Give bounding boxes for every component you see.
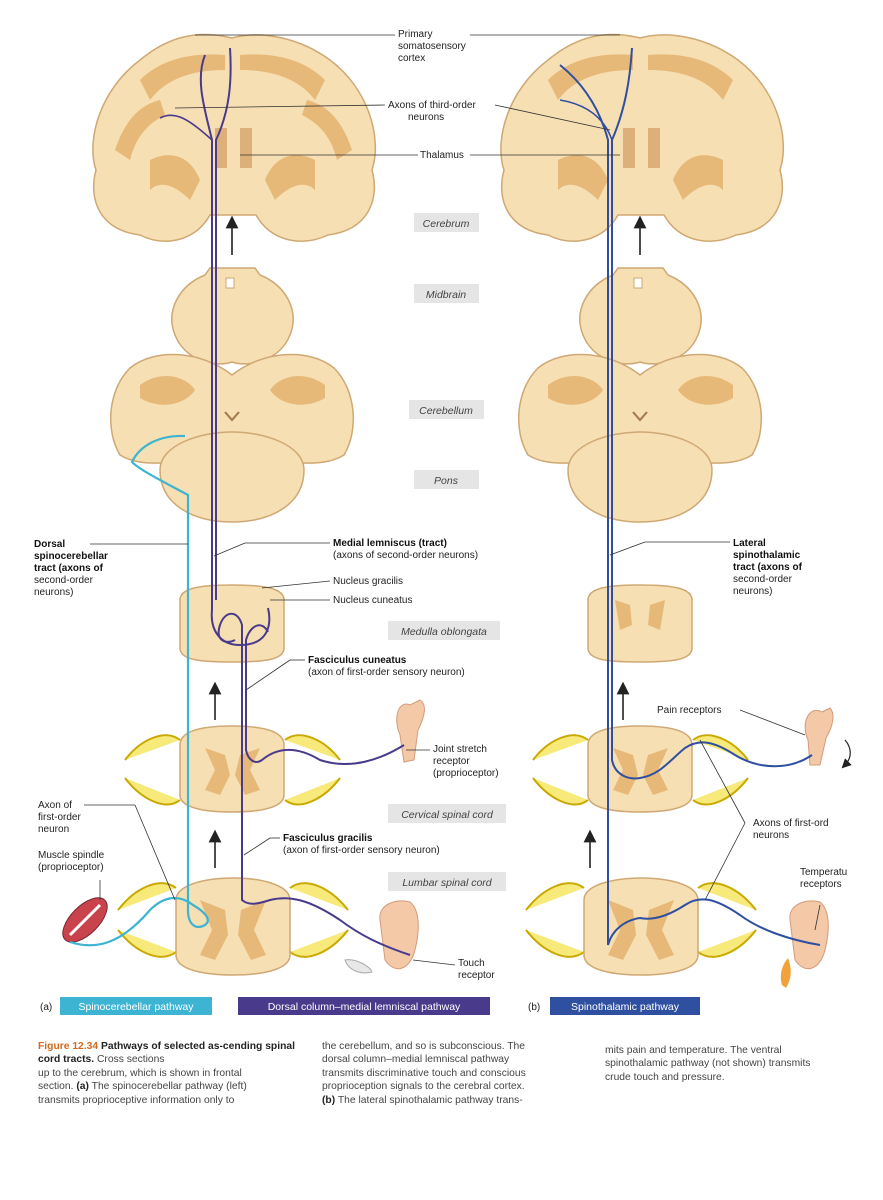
joint-receptor-hand — [396, 699, 425, 763]
label-temperature-receptors: Temperatu receptors — [800, 867, 847, 890]
svg-text:Dorsal: Dorsal — [34, 539, 65, 550]
pain-receptor-hand — [804, 707, 852, 769]
region-midbrain: Midbrain — [426, 289, 466, 301]
region-cervical: Cervical spinal cord — [401, 809, 494, 821]
svg-text:Axons of first-ord: Axons of first-ord — [753, 818, 829, 829]
dorsal-column-path — [159, 47, 411, 956]
svg-text:receptor: receptor — [433, 756, 470, 767]
label-joint-stretch: Joint stretch receptor (proprioceptor) — [433, 744, 499, 779]
caption-column-1: Figure 12.34 Pathways of selected as-cen… — [38, 1041, 295, 1106]
legend-dorsal-column: Dorsal column–medial lemniscal pathway — [268, 1001, 461, 1013]
legend: (a) Spinocerebellar pathway Dorsal colum… — [40, 997, 700, 1015]
svg-text:spinothalamic: spinothalamic — [733, 550, 801, 561]
region-lumbar: Lumbar spinal cord — [402, 877, 492, 889]
caption-column-3: mits pain and temperature. The ventral s… — [605, 1045, 811, 1083]
svg-text:receptors: receptors — [800, 879, 842, 890]
lumbar-cord-right — [525, 877, 757, 976]
svg-text:Touch: Touch — [458, 958, 485, 969]
medulla-right — [587, 584, 693, 663]
svg-text:Temperatu: Temperatu — [800, 867, 847, 878]
svg-text:Medial lemniscus (tract): Medial lemniscus (tract) — [333, 538, 447, 549]
svg-text:Axon of: Axon of — [38, 800, 72, 811]
svg-text:Fasciculus gracilis: Fasciculus gracilis — [283, 833, 373, 844]
spinocerebellar-path — [69, 434, 209, 947]
cerebrum-right — [500, 33, 785, 242]
svg-text:tract (axons of: tract (axons of — [733, 562, 803, 573]
medulla-left — [179, 584, 285, 663]
svg-text:Joint stretch: Joint stretch — [433, 744, 487, 755]
midbrain-right — [579, 267, 702, 365]
foot-right — [780, 900, 829, 988]
ascending-tracts-diagram: Cerebrum Midbrain Cerebellum Pons Medull… — [34, 29, 852, 1015]
svg-text:neurons: neurons — [753, 830, 789, 841]
svg-text:spinocerebellar: spinocerebellar — [34, 551, 108, 562]
legend-part-b: (b) — [528, 1002, 540, 1013]
lumbar-cord-left — [117, 877, 349, 976]
svg-text:Primary: Primary — [398, 29, 432, 40]
svg-text:second-order: second-order — [34, 575, 94, 586]
legend-spinothalamic: Spinothalamic pathway — [571, 1001, 680, 1013]
label-third-order: Axons of third-order neurons — [388, 100, 476, 123]
caption-column-2: the cerebellum, and so is subconscious. … — [322, 1041, 526, 1106]
muscle-spindle — [62, 897, 108, 943]
svg-text:neurons): neurons) — [34, 587, 73, 598]
label-touch-receptor: Touch receptor — [458, 958, 495, 981]
cervical-cord-right — [532, 725, 749, 813]
caption-figure-number: Figure 12.34 — [38, 1041, 99, 1052]
label-lateral-spinothalamic: Lateral spinothalamic tract (axons of se… — [733, 538, 803, 597]
svg-text:Lateral: Lateral — [733, 538, 766, 549]
svg-text:somatosensory: somatosensory — [398, 41, 466, 52]
cerebrum-left — [92, 33, 377, 242]
label-primary-cortex: Primary somatosensory cortex — [398, 29, 466, 64]
midbrain-left — [171, 267, 294, 365]
region-medulla: Medulla oblongata — [401, 626, 487, 638]
legend-swatch-dorsal-column — [238, 997, 490, 1015]
region-cerebellum: Cerebellum — [419, 405, 473, 417]
legend-swatch-spinocerebellar — [60, 997, 212, 1015]
region-pons: Pons — [434, 475, 459, 487]
svg-text:Fasciculus cuneatus: Fasciculus cuneatus — [308, 655, 407, 666]
legend-spinocerebellar: Spinocerebellar pathway — [79, 1001, 195, 1013]
svg-text:(axon of first-order sensory n: (axon of first-order sensory neuron) — [283, 845, 440, 856]
region-labels: Cerebrum Midbrain Cerebellum Pons Medull… — [388, 213, 506, 891]
caption-title: Pathways of selected as-cending spinal c… — [38, 1041, 295, 1066]
svg-text:Muscle spindle: Muscle spindle — [38, 850, 105, 861]
svg-text:neurons): neurons) — [733, 586, 772, 597]
label-nucleus-cuneatus: Nucleus cuneatus — [333, 595, 413, 606]
label-fasciculus-cuneatus: Fasciculus cuneatus (axon of first-order… — [308, 655, 465, 678]
label-fasciculus-gracilis: Fasciculus gracilis (axon of first-order… — [283, 833, 440, 856]
cervical-cord-left — [124, 725, 341, 813]
svg-text:tract (axons of: tract (axons of — [34, 563, 104, 574]
label-dorsal-spinocerebellar: Dorsal spinocerebellar tract (axons of s… — [34, 539, 108, 598]
label-axons-first-order: Axons of first-ord neurons — [753, 818, 829, 841]
svg-text:(proprioceptor): (proprioceptor) — [38, 862, 104, 873]
svg-text:first-order: first-order — [38, 812, 81, 823]
svg-text:Axons of third-order: Axons of third-order — [388, 100, 476, 111]
svg-text:(proprioceptor): (proprioceptor) — [433, 768, 499, 779]
cerebellum-right — [518, 353, 762, 464]
label-muscle-spindle: Muscle spindle (proprioceptor) — [38, 850, 105, 873]
leader-lines — [84, 34, 821, 966]
label-thalamus: Thalamus — [420, 150, 464, 161]
legend-swatch-spinothalamic — [550, 997, 700, 1015]
label-medial-lemniscus: Medial lemniscus (tract) (axons of secon… — [333, 538, 478, 561]
svg-text:(axons of second-order neurons: (axons of second-order neurons) — [333, 550, 478, 561]
foot-left — [344, 900, 419, 974]
svg-text:(axon of first-order sensory n: (axon of first-order sensory neuron) — [308, 667, 465, 678]
svg-text:neurons: neurons — [408, 112, 444, 123]
label-nucleus-gracilis: Nucleus gracilis — [333, 576, 403, 587]
svg-text:second-order: second-order — [733, 574, 793, 585]
svg-text:receptor: receptor — [458, 970, 495, 981]
svg-text:cortex: cortex — [398, 53, 425, 64]
pons-left — [159, 431, 305, 523]
label-first-order-axon: Axon of first-order neuron — [38, 800, 81, 835]
region-cerebrum: Cerebrum — [423, 218, 470, 230]
legend-part-a: (a) — [40, 1002, 52, 1013]
svg-text:neuron: neuron — [38, 824, 69, 835]
spinothalamic-path — [559, 47, 821, 946]
label-pain-receptors: Pain receptors — [657, 705, 721, 716]
pons-right — [567, 431, 713, 523]
